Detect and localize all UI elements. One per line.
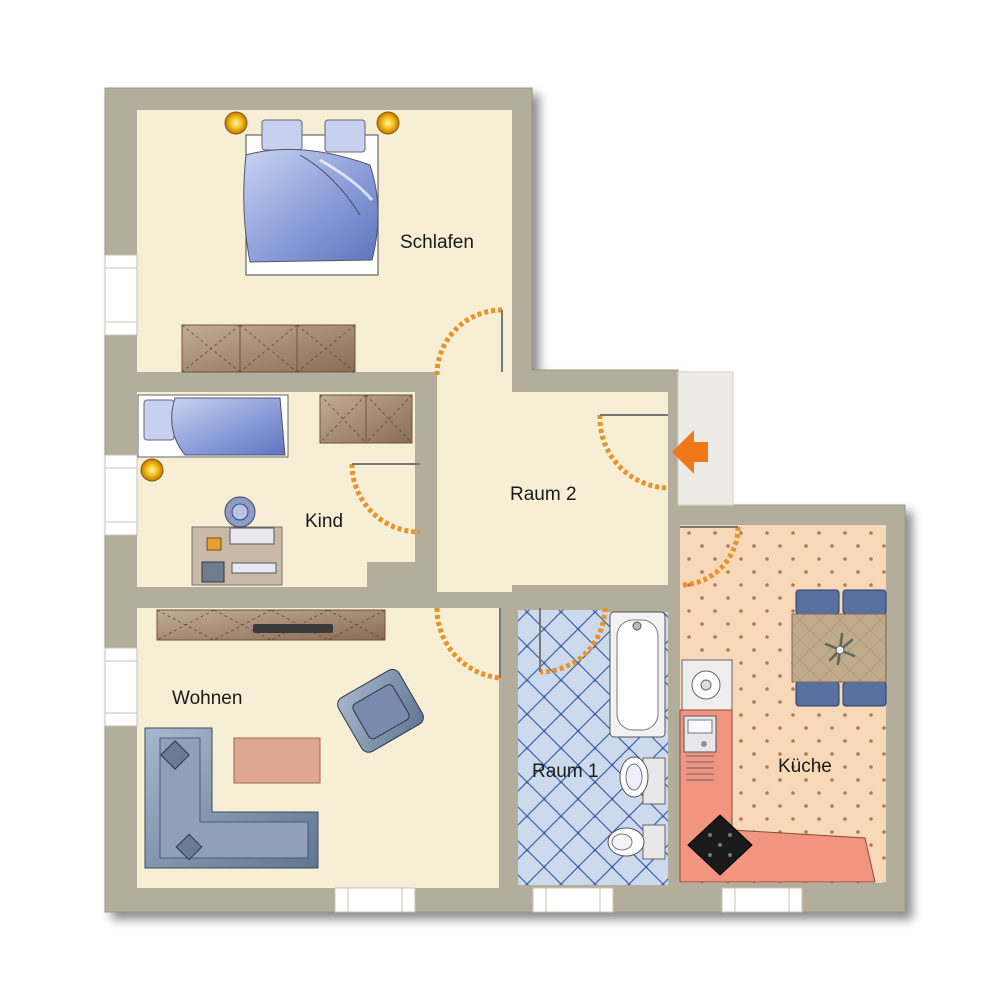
- room-label-raum2: Raum 2: [510, 484, 577, 505]
- armchair: [337, 668, 424, 753]
- room-label-kueche: Küche: [778, 756, 832, 777]
- room-label-raum1: Raum 1: [532, 761, 599, 782]
- wardrobe-kind: [319, 394, 413, 444]
- sideboard: [156, 609, 386, 641]
- desk: [191, 496, 283, 586]
- coffee-table: [233, 737, 321, 784]
- lamp-icon: [140, 458, 164, 482]
- bathtub: [609, 611, 666, 738]
- room-raum2-floor: [437, 372, 668, 592]
- double-bed: [243, 119, 379, 276]
- entrance-arrow-icon: [672, 430, 708, 474]
- room-label-kind: Kind: [305, 511, 343, 532]
- sink: [619, 756, 666, 805]
- stove-icon: [687, 814, 753, 876]
- single-bed: [137, 394, 289, 458]
- lamp-icon: [224, 111, 400, 135]
- toilet: [607, 824, 666, 860]
- corner-sofa: [144, 727, 319, 869]
- room-label-wohnen: Wohnen: [172, 688, 242, 709]
- wardrobe-schlafen: [181, 324, 356, 373]
- door-swing-icon: [349, 307, 741, 681]
- plant-icon: [824, 632, 856, 666]
- room-label-schlafen: Schlafen: [400, 232, 474, 253]
- windows: [104, 254, 803, 913]
